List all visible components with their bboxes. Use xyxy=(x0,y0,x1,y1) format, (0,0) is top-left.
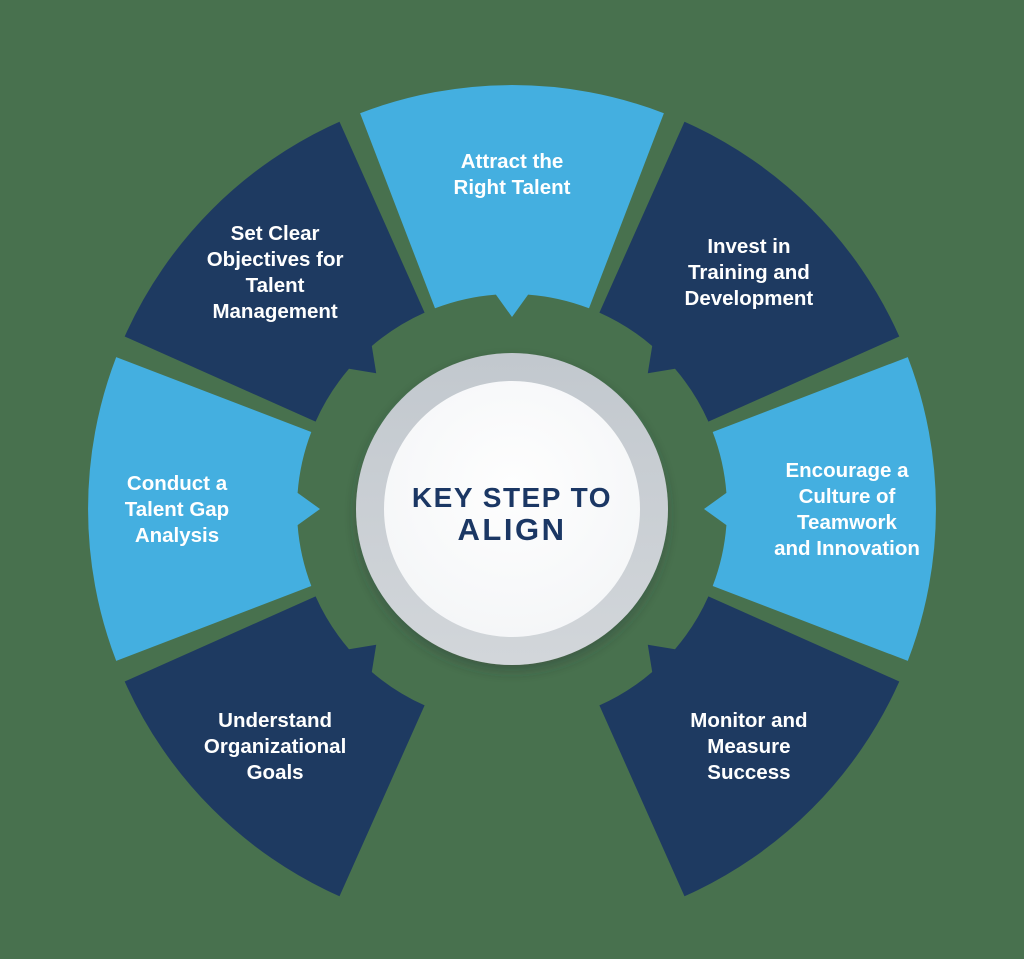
label-line: Objectives for xyxy=(207,248,344,271)
segment-wedge-encourage-teamwork-and-innovation xyxy=(704,357,936,661)
segment-wedge-set-clear-objectives xyxy=(124,121,425,422)
label-line: Development xyxy=(685,287,814,310)
segment-wedge-monitor-and-measure-success xyxy=(599,596,900,897)
label-line: Management xyxy=(212,300,337,323)
label-line: Talent xyxy=(246,274,305,297)
label-line: Attract the xyxy=(461,150,564,173)
label-line: Set Clear xyxy=(231,222,320,245)
label-line: Talent Gap xyxy=(125,498,229,521)
label-line: Invest in xyxy=(707,235,790,258)
label-line: Teamwork xyxy=(797,511,897,534)
center-disc xyxy=(384,381,640,637)
label-line: Measure xyxy=(707,735,790,758)
segment-wedge-attract-the-right-talent xyxy=(360,85,664,317)
segment-label-encourage-teamwork-and-innovation: Encourage a Culture of Teamwork and Innovat… xyxy=(774,459,920,560)
label-line: Analysis xyxy=(135,524,219,547)
center-circle-group: KEY STEP TO ALIGN xyxy=(356,353,668,665)
label-line: Culture of xyxy=(799,485,896,508)
label-line: and Innovation xyxy=(774,537,920,560)
segment-wedge-understand-organizational-goals xyxy=(124,596,425,897)
label-line: Training and xyxy=(688,261,810,284)
label-line: Right Talent xyxy=(454,176,571,199)
segment-wedge-invest-in-training-and-development xyxy=(599,121,900,422)
label-line: Organizational xyxy=(204,735,346,758)
segment-encourage-teamwork-and-innovation: Encourage a Culture of Teamwork and Innovat… xyxy=(704,357,936,661)
center-title-line1: KEY STEP TO xyxy=(412,482,612,513)
label-line: Understand xyxy=(218,709,332,732)
label-line: Encourage a xyxy=(785,459,909,482)
label-line: Goals xyxy=(247,761,304,784)
segment-wedge-conduct-a-talent-gap-analysis xyxy=(88,357,320,661)
center-title-line2: ALIGN xyxy=(458,512,567,547)
label-line: Success xyxy=(707,761,790,784)
label-line: Conduct a xyxy=(127,472,228,495)
label-line: Monitor and xyxy=(690,709,807,732)
